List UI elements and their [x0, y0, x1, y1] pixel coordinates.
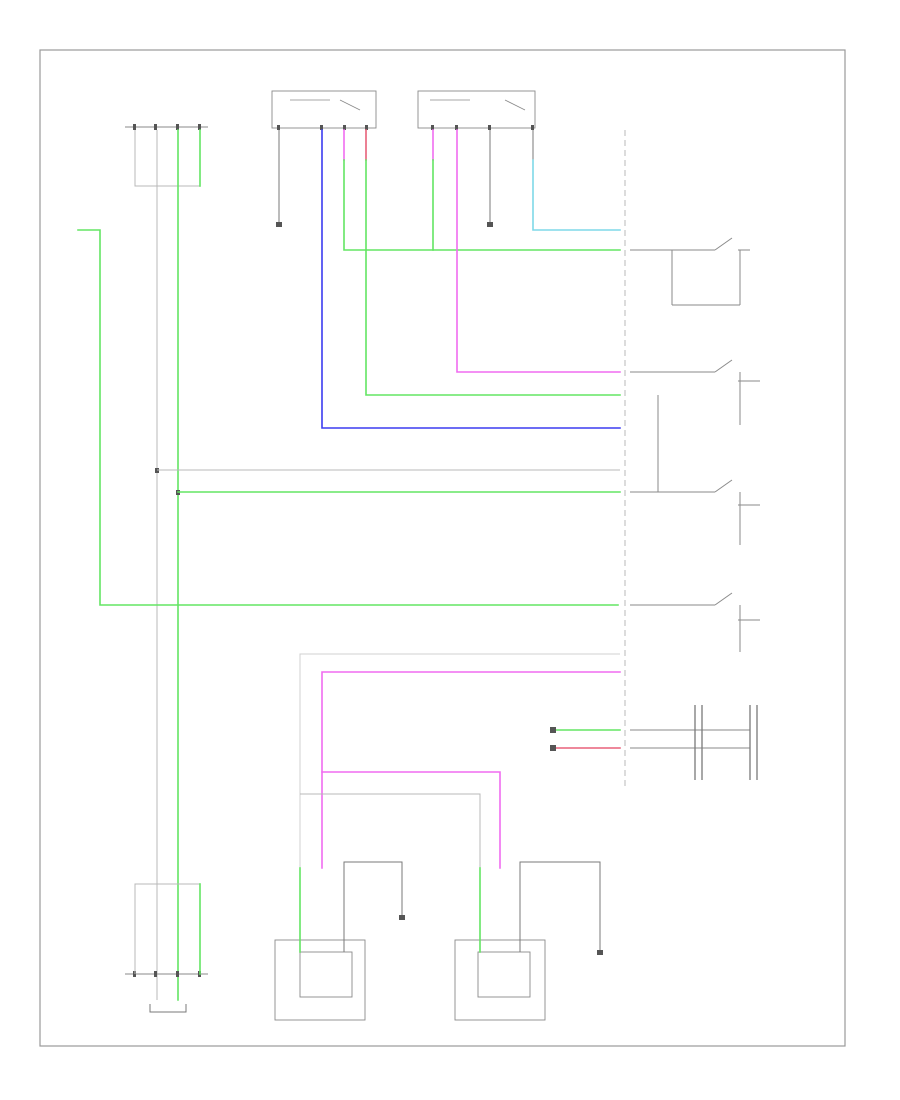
wire-motor1-ground — [343, 861, 403, 952]
wire-green-sw1 — [343, 159, 621, 251]
wire-green-sw1-lower — [365, 159, 621, 396]
diagram-frame — [39, 49, 846, 1047]
wire-lightblue-sw2 — [532, 159, 621, 231]
wire-blue-sw1 — [321, 129, 621, 429]
door-lock-motor-1-connector — [274, 939, 366, 1021]
door-lock-motor-2-connector — [454, 939, 546, 1021]
front-door-lock-actuator-connector — [125, 971, 208, 977]
junction-connector-block — [694, 705, 758, 780]
wire-gray-654 — [299, 653, 620, 868]
wire-motor2-ground — [519, 861, 601, 952]
wire-gray-794 — [300, 793, 481, 868]
diag-pin-1 — [550, 727, 556, 733]
wire-far-left-green — [77, 229, 619, 606]
relay-1 — [630, 237, 750, 306]
relay-3 — [630, 479, 760, 545]
door-lock-switch-1 — [271, 90, 377, 130]
door-lock-motor-symbol — [149, 1004, 187, 1013]
diag-pin-2 — [550, 745, 556, 751]
wire-magenta-sw2 — [456, 129, 621, 373]
relay-4 — [630, 592, 760, 652]
wire-bottom-loop-gray — [134, 883, 201, 974]
ground-motor2 — [597, 950, 603, 955]
front-door-lock-top-connector — [125, 124, 208, 130]
door-lock-switch-2 — [417, 90, 536, 130]
ground-sw1 — [276, 222, 282, 227]
wire-magenta-772 — [321, 771, 501, 869]
wire-top-loop-gray — [134, 130, 201, 187]
wire-magenta-672 — [321, 671, 621, 869]
ground-sw2 — [487, 222, 493, 227]
ground-motor1 — [399, 915, 405, 920]
relay-2 — [630, 359, 760, 492]
